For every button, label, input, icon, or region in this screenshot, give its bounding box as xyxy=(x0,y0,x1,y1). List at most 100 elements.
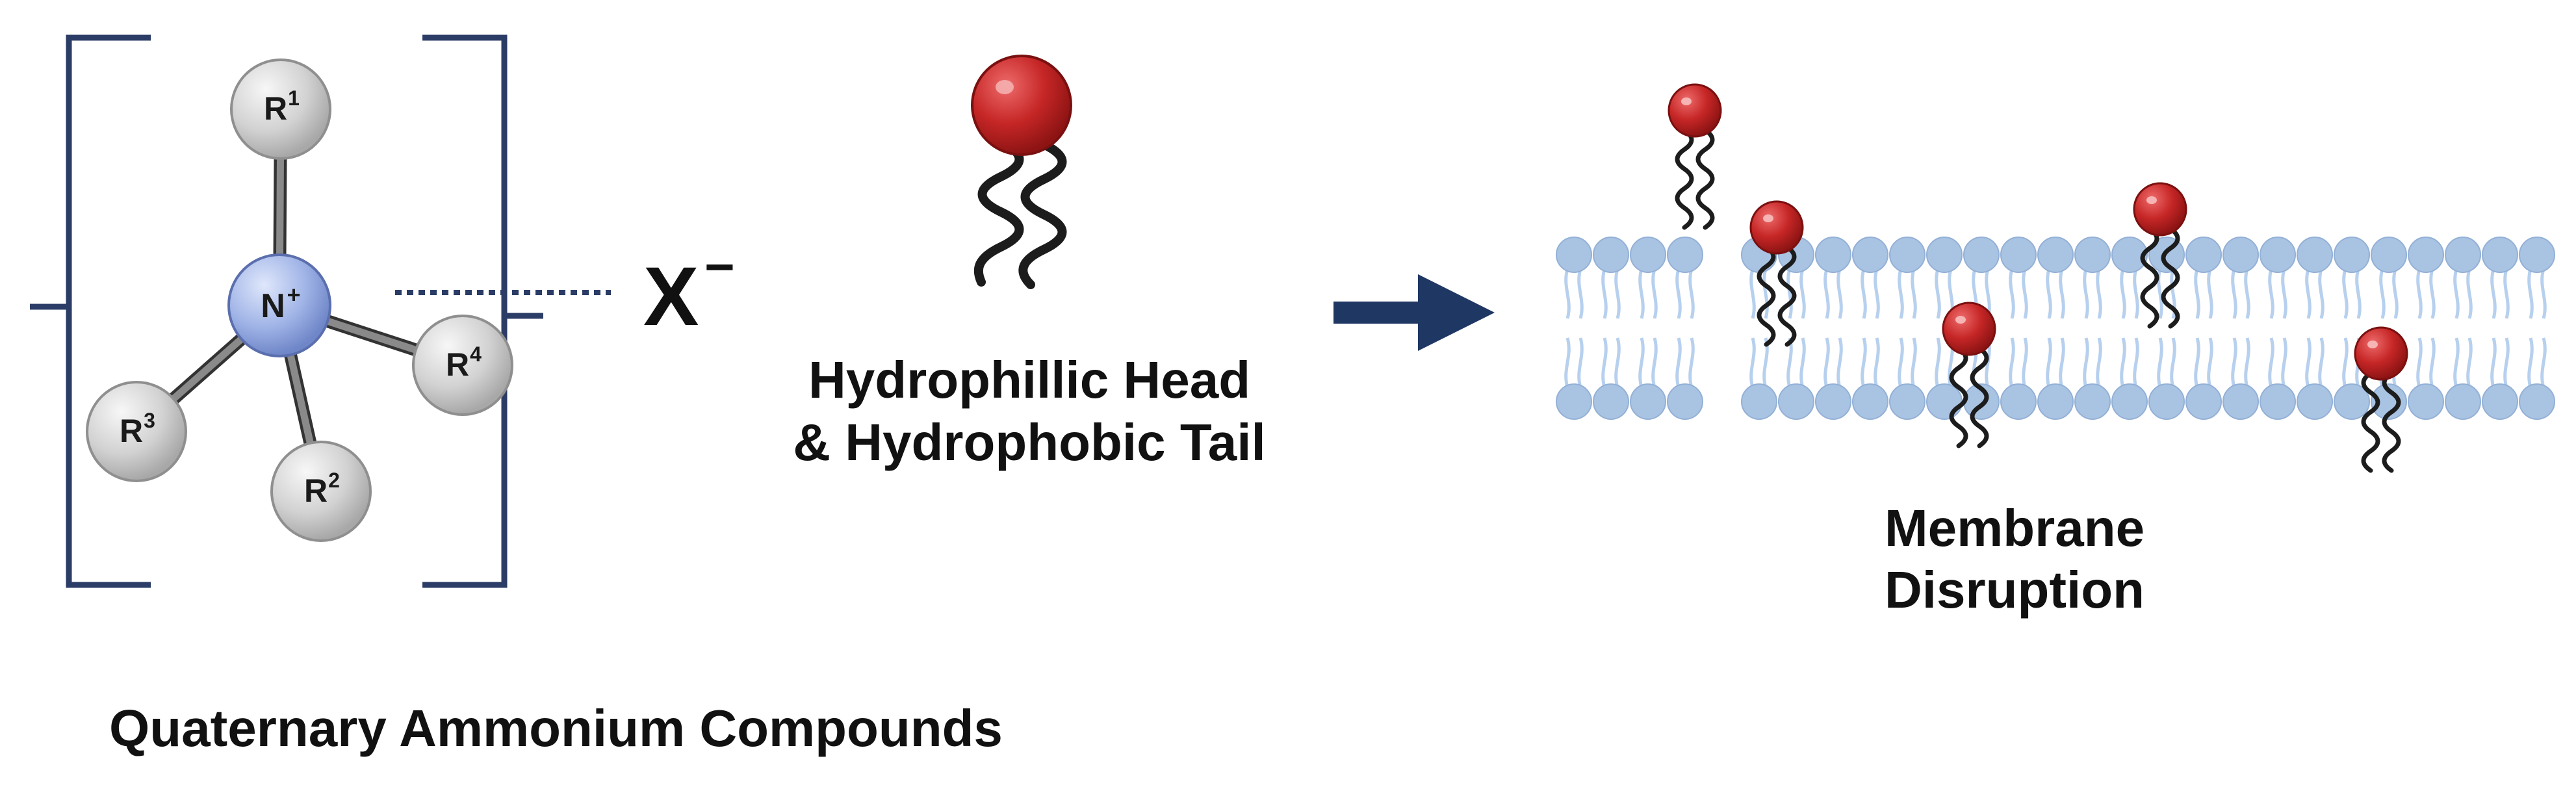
lipid-tail xyxy=(2059,337,2065,388)
lipid-head xyxy=(2519,237,2555,273)
lipid-head xyxy=(1593,383,1629,420)
lipid-tail xyxy=(2244,337,2250,388)
lipid-tail xyxy=(2416,268,2423,319)
lipid-head xyxy=(1667,383,1703,420)
lipid-head xyxy=(2185,237,2222,273)
lipid-tail xyxy=(1638,337,1645,388)
quaternary-ammonium-structure: R 1 R 3 R 2 R 4 N + X − xyxy=(30,34,735,588)
inserted-amphiphile xyxy=(1749,200,1804,347)
lipid-tail xyxy=(1823,337,1830,388)
lipid-tail xyxy=(2305,337,2312,388)
lipid-tail xyxy=(1799,337,1806,388)
lipid-head xyxy=(2334,383,2370,420)
right-bracket xyxy=(422,34,508,588)
lipid-head xyxy=(2408,237,2444,273)
lipid-head xyxy=(2148,383,2185,420)
lipid-head xyxy=(2371,237,2407,273)
compound-class-label: Quaternary Ammonium Compounds xyxy=(109,699,1003,757)
lipid-head xyxy=(2260,237,2296,273)
lipid-tail xyxy=(1564,337,1571,388)
substituent-r4: R 4 xyxy=(412,315,513,416)
lipid-tail xyxy=(2540,337,2547,388)
lipid-tail xyxy=(2083,268,2089,319)
lipid-tail xyxy=(1898,268,1904,319)
lipid-head xyxy=(2260,383,2296,420)
lipid-tail xyxy=(2268,337,2274,388)
lipid-tail xyxy=(1651,268,1658,319)
lipid-tail xyxy=(2527,268,2534,319)
lipid-tail xyxy=(2046,337,2052,388)
lipid-head xyxy=(1556,383,1592,420)
lipid-head xyxy=(2297,237,2333,273)
lipid-tail xyxy=(2540,268,2547,319)
lipid-tail xyxy=(2194,337,2200,388)
lipid-tail xyxy=(1935,337,1941,388)
lipid-tail xyxy=(1564,268,1571,319)
lipid-head xyxy=(1852,237,1888,273)
lipid-tail xyxy=(2207,268,2213,319)
lipid-head xyxy=(1556,237,1592,273)
lipid-tail xyxy=(2083,337,2089,388)
lipid-tail xyxy=(1651,337,1658,388)
lipid-tail xyxy=(1911,268,1917,319)
lipid-tail xyxy=(2281,337,2287,388)
lipid-tail xyxy=(2231,268,2237,319)
amphiphile-icon xyxy=(971,55,1072,289)
lipid-head xyxy=(2000,383,2037,420)
lipid-tail xyxy=(2157,337,2163,388)
lipid-tail xyxy=(2022,268,2028,319)
lipid-head xyxy=(1926,383,1963,420)
lipid-tail xyxy=(2318,337,2325,388)
lipid-head xyxy=(2222,237,2259,273)
inserted-amphiphile xyxy=(2133,182,2187,329)
lipid-tail xyxy=(1935,268,1941,319)
lipid-head xyxy=(2185,383,2222,420)
lipid-tail xyxy=(2490,268,2497,319)
lipid-tail xyxy=(1601,337,1608,388)
lipid-tail xyxy=(2170,337,2176,388)
substituent-r2: R 2 xyxy=(270,441,372,542)
lipid-tail xyxy=(1823,268,1830,319)
lipid-head xyxy=(2000,237,2037,273)
lipid-tail xyxy=(1874,337,1880,388)
lipid-tail xyxy=(2429,268,2436,319)
lipid-head xyxy=(1852,383,1888,420)
lipid-tail xyxy=(1762,268,1769,319)
lipid-head xyxy=(2074,237,2111,273)
lipid-tail xyxy=(2281,268,2287,319)
lipid-head xyxy=(1667,237,1703,273)
lipid-head xyxy=(2482,237,2518,273)
lipid-tail xyxy=(1861,337,1867,388)
lipid-tail xyxy=(1688,337,1695,388)
lipid-tail xyxy=(2453,268,2460,319)
lipid-tail xyxy=(1898,337,1904,388)
lipid-head xyxy=(1926,237,1963,273)
svg-text:4: 4 xyxy=(470,342,482,366)
svg-text:1: 1 xyxy=(288,86,300,110)
lipid-tail xyxy=(2046,268,2052,319)
lipid-tail xyxy=(1688,268,1695,319)
lipid-tail xyxy=(1836,268,1843,319)
lipid-tail xyxy=(1786,268,1793,319)
lipid-head xyxy=(1593,237,1629,273)
lipid-tail xyxy=(1836,337,1843,388)
substituent-r1: R 1 xyxy=(230,58,331,160)
lipid-tail xyxy=(2120,337,2126,388)
lipid-tail xyxy=(1577,337,1584,388)
lipid-tail xyxy=(2429,337,2436,388)
svg-text:R: R xyxy=(264,90,287,127)
lipid-tail xyxy=(1749,337,1756,388)
counterion: X − xyxy=(643,238,735,343)
lipid-head xyxy=(2074,383,2111,420)
lipid-tail xyxy=(2133,337,2139,388)
lipid-tail xyxy=(1749,268,1756,319)
lipid-head xyxy=(1889,237,1926,273)
svg-text:X: X xyxy=(643,250,699,343)
disruption-label-line2: Disruption xyxy=(1885,561,2145,619)
svg-text:2: 2 xyxy=(328,469,340,492)
disruption-label-line1: Membrane xyxy=(1885,499,2145,557)
lipid-tail xyxy=(2157,268,2163,319)
lipid-tail xyxy=(2009,268,2015,319)
substituent-r3: R 3 xyxy=(86,381,187,482)
